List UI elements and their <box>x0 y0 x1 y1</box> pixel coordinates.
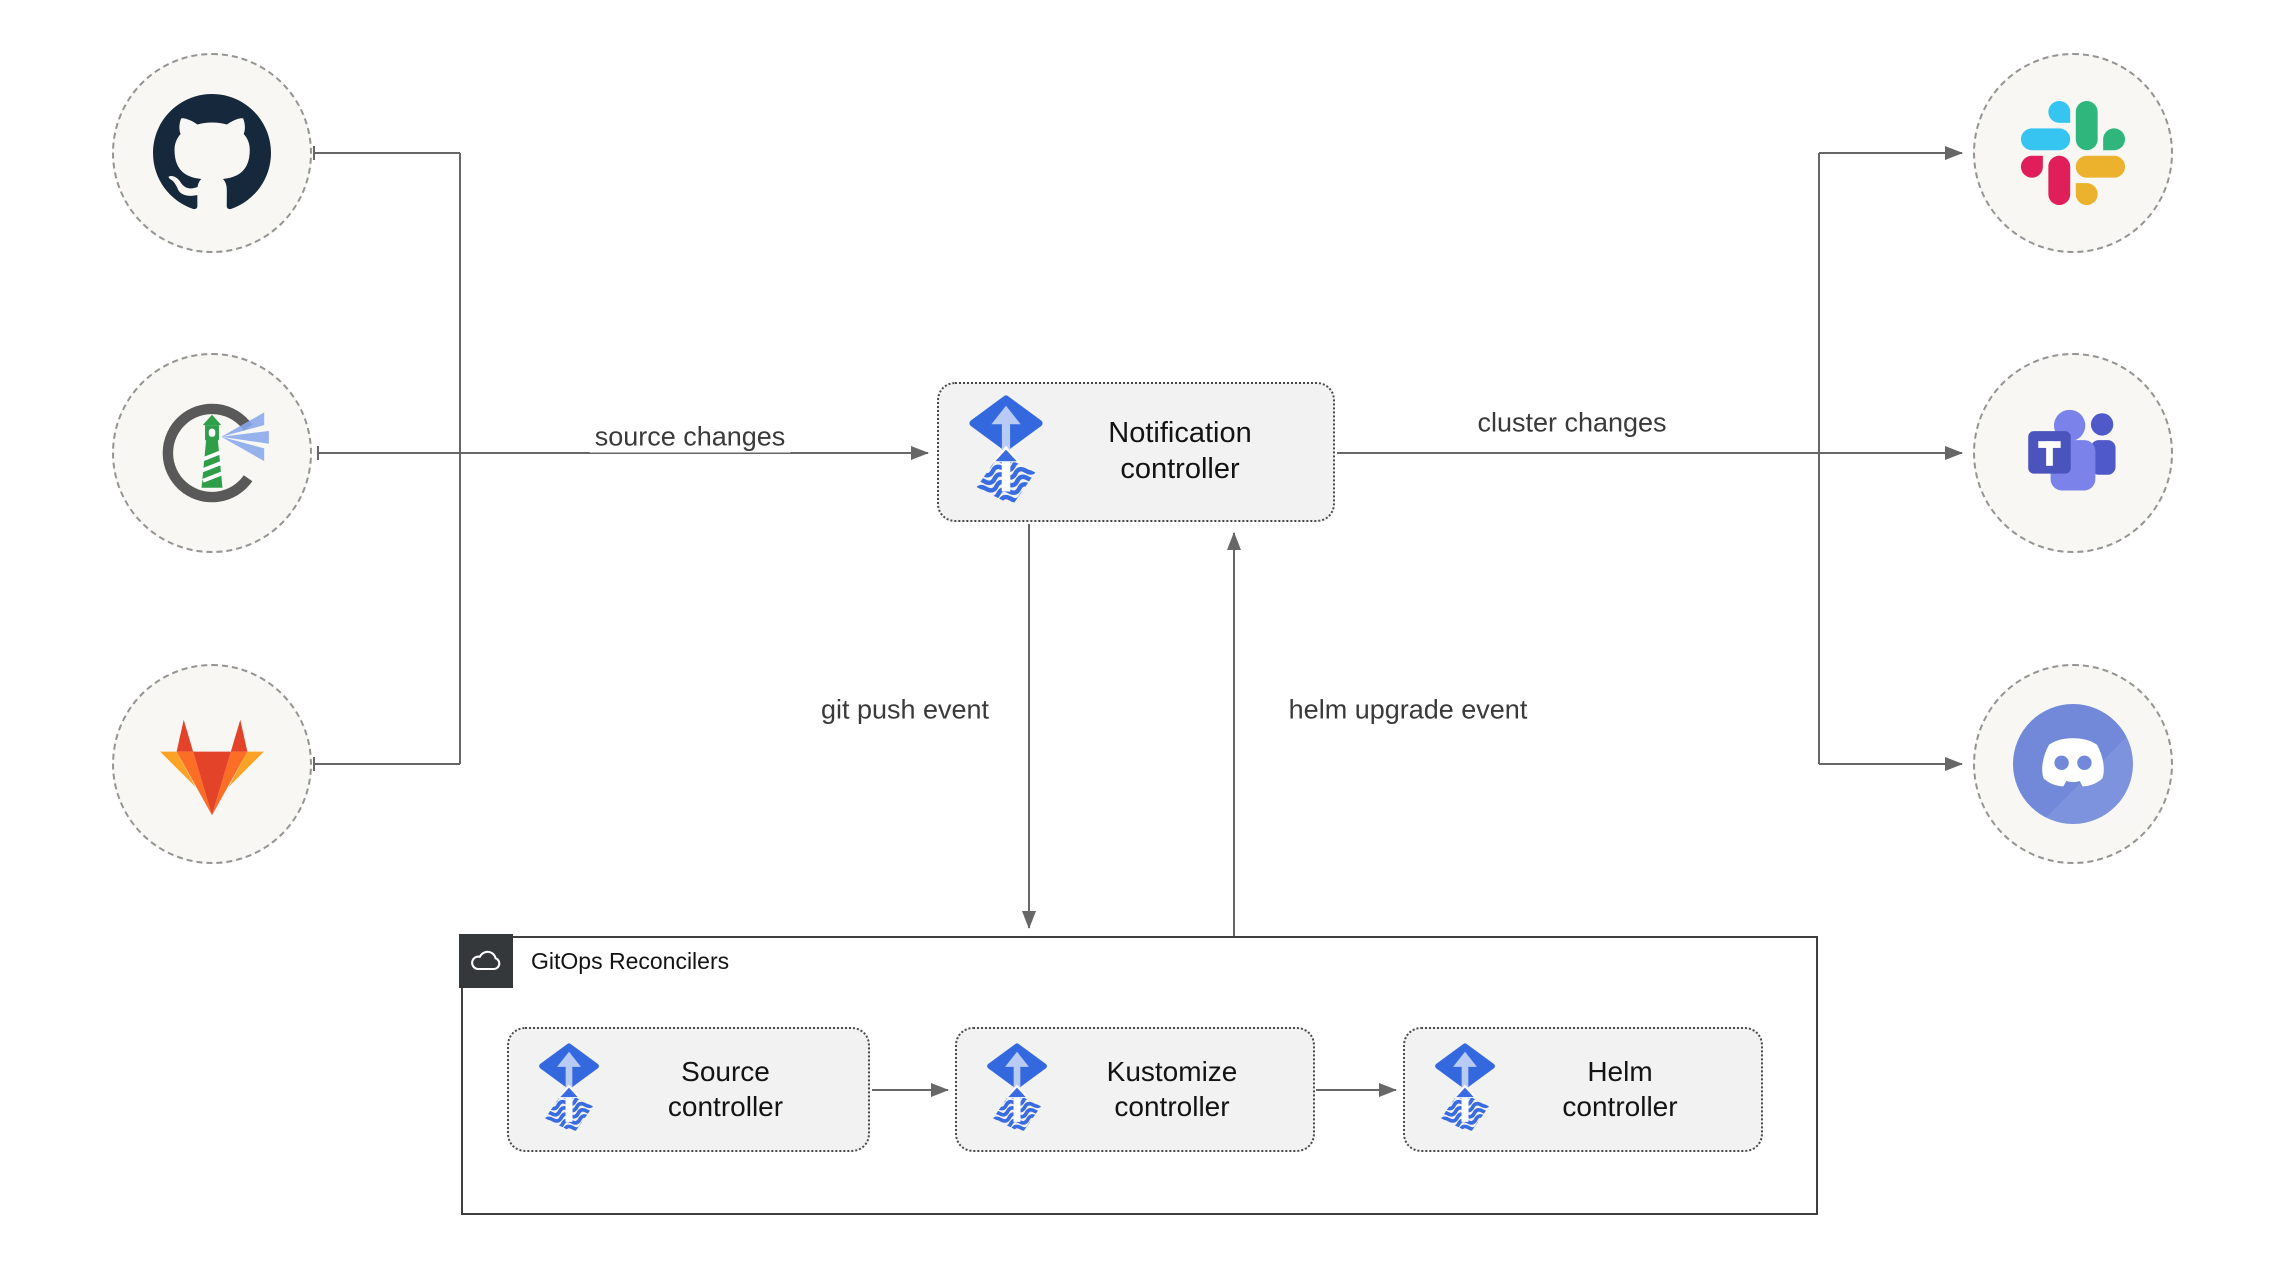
source-controller-label: Source controller <box>667 1055 784 1122</box>
edge-label-source-changes: source changes <box>589 421 791 453</box>
node-slack <box>1973 53 2173 253</box>
node-source-controller: Source controller <box>507 1027 870 1152</box>
cloud-icon <box>471 950 501 970</box>
kustomize-controller-label: Kustomize controller <box>1106 1055 1238 1122</box>
node-notification-controller: Notification controller <box>937 382 1335 522</box>
notification-controller-label: Notification controller <box>1108 417 1252 485</box>
node-kustomize-controller: Kustomize controller <box>955 1027 1315 1152</box>
gitlab-icon <box>160 719 264 816</box>
edge-label-helm-upgrade-event: helm upgrade event <box>1283 694 1533 726</box>
node-discord <box>1973 664 2173 864</box>
discord-icon <box>2013 704 2133 824</box>
flux-icon <box>1435 1042 1495 1136</box>
node-helm-controller: Helm controller <box>1403 1027 1763 1152</box>
flux-icon <box>987 1042 1047 1136</box>
teams-icon <box>2028 409 2116 490</box>
node-gitlab <box>112 664 312 864</box>
edge-label-git-push-event: git push event <box>815 694 995 726</box>
harbor-icon <box>162 403 269 503</box>
flux-icon <box>969 394 1043 509</box>
edge-label-cluster-changes: cluster changes <box>1472 407 1672 439</box>
gitops-reconcilers-badge <box>459 934 513 988</box>
node-teams <box>1973 353 2173 553</box>
github-icon <box>153 94 271 210</box>
helm-controller-label: Helm controller <box>1562 1055 1678 1122</box>
node-github <box>112 53 312 253</box>
slack-icon <box>2021 101 2125 205</box>
gitops-reconcilers-title: GitOps Reconcilers <box>531 948 730 974</box>
flux-icon <box>539 1042 599 1136</box>
node-harbor <box>112 353 312 553</box>
